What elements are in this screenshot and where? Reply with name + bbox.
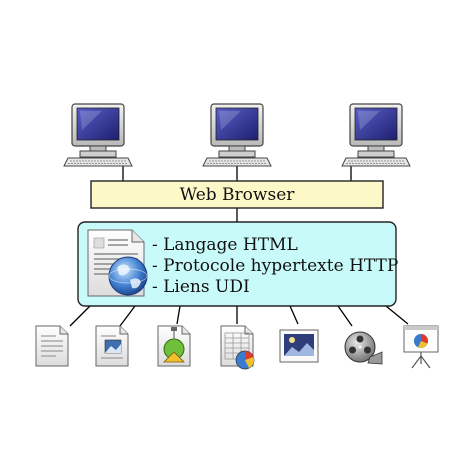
panel-item: - Protocole hypertexte HTTP bbox=[152, 256, 398, 276]
web-document-icon bbox=[87, 229, 148, 297]
computer-icon bbox=[202, 103, 272, 167]
photo-icon bbox=[279, 329, 319, 363]
image-document-icon bbox=[95, 325, 129, 367]
resource-connectors bbox=[69, 305, 409, 327]
spreadsheet-chart-icon bbox=[220, 325, 255, 370]
panel-item: - Langage HTML bbox=[152, 235, 298, 255]
computer-icon bbox=[341, 103, 411, 167]
web-browser-bar: Web Browser bbox=[90, 180, 384, 209]
vector-drawing-icon bbox=[157, 325, 191, 367]
computer-left bbox=[63, 103, 133, 167]
presentation-icon bbox=[403, 325, 439, 369]
panel-item: - Liens UDI bbox=[152, 277, 250, 297]
film-reel-icon bbox=[344, 331, 383, 365]
web-browser-label: Web Browser bbox=[180, 185, 296, 205]
text-document-icon bbox=[35, 325, 69, 367]
computer-right bbox=[341, 103, 411, 167]
computer-center bbox=[202, 103, 272, 167]
web-panel: - Langage HTML - Protocole hypertexte HT… bbox=[77, 221, 398, 307]
computer-icon bbox=[63, 103, 133, 167]
